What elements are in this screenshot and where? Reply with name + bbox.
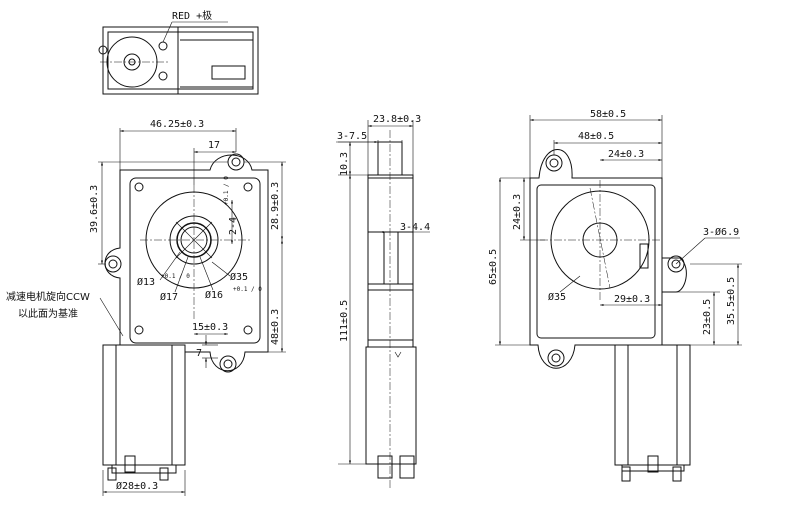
dim-7: 7 <box>196 348 202 359</box>
dim-111: 111±0.5 <box>339 300 350 342</box>
dim-24-top: 24±0.3 <box>608 149 644 160</box>
dim-phi17: Ø17 <box>160 291 178 303</box>
dim-48-back: 48±0.5 <box>578 131 614 142</box>
dim-phi16-tol: +0.1 / 0 <box>233 286 262 293</box>
back-mount-hole-bottom <box>547 349 565 367</box>
dim-58: 58±0.5 <box>590 109 626 120</box>
front-view: 46.25±0.3 17 39.6±0.3 28.9±0.3 2-4 +0.1 … <box>6 119 286 496</box>
dim-65: 65±0.5 <box>488 249 499 285</box>
polarity-label: RED +极 <box>172 9 212 22</box>
front-motor-body <box>102 344 186 466</box>
back-view: 58±0.5 48±0.5 24±0.3 24±0.3 65±0.5 3-Ø6.… <box>488 109 742 482</box>
red-terminal-dot <box>158 41 168 51</box>
side-gearbox-body <box>367 174 414 348</box>
dim-width-46: 46.25±0.3 <box>150 119 204 130</box>
dim-23: 23±0.5 <box>702 299 713 335</box>
dim-phi16: Ø16 <box>205 289 223 301</box>
dim-3-7-5: 3-7.5 <box>337 131 367 142</box>
dim-phi28: Ø28±0.3 <box>116 480 158 492</box>
dim-48: 48±0.3 <box>270 309 281 345</box>
dim-35-5: 35.5±0.5 <box>726 277 737 325</box>
dim-3-phi6-9: 3-Ø6.9 <box>703 226 739 238</box>
dim-29: 29±0.3 <box>614 294 650 305</box>
dim-23-8: 23.8±0.3 <box>373 114 421 125</box>
note-reference: 以此面为基准 <box>18 307 78 320</box>
dim-15: 15±0.3 <box>192 322 228 333</box>
side-motor <box>365 346 417 465</box>
dim-10-3: 10.3 <box>339 152 350 176</box>
dim-phi35-back: Ø35 <box>548 291 566 303</box>
dim-2-4: 2-4 <box>228 217 239 235</box>
back-mount-hole-right <box>667 255 685 273</box>
front-mount-hole-bottom <box>219 355 237 373</box>
dim-28-9: 28.9±0.3 <box>270 182 281 230</box>
dim-phi13-tol: +0.1 / 0 <box>161 273 190 280</box>
back-motor <box>614 344 691 466</box>
dim-phi35: Ø35 <box>230 271 248 283</box>
back-housing-outline <box>529 149 687 369</box>
dim-3-4-4: 3-4.4 <box>400 222 430 233</box>
front-mount-hole-left <box>104 255 122 273</box>
note-rotation: 减速电机旋向CCW <box>6 290 90 303</box>
back-mount-hole-top <box>545 154 563 172</box>
dim-24-left: 24±0.3 <box>512 194 523 230</box>
front-mount-hole-top <box>227 153 245 171</box>
dim-phi13: Ø13 <box>137 276 155 288</box>
side-view: 23.8±0.3 3-7.5 10.3 3-4.4 111±0.5 <box>336 114 430 490</box>
top-view: RED +极 <box>98 9 259 95</box>
dim-17: 17 <box>208 140 220 151</box>
dim-39-6: 39.6±0.3 <box>89 185 100 233</box>
dim-2-4-tol: +0.1 / 0 <box>223 176 230 205</box>
